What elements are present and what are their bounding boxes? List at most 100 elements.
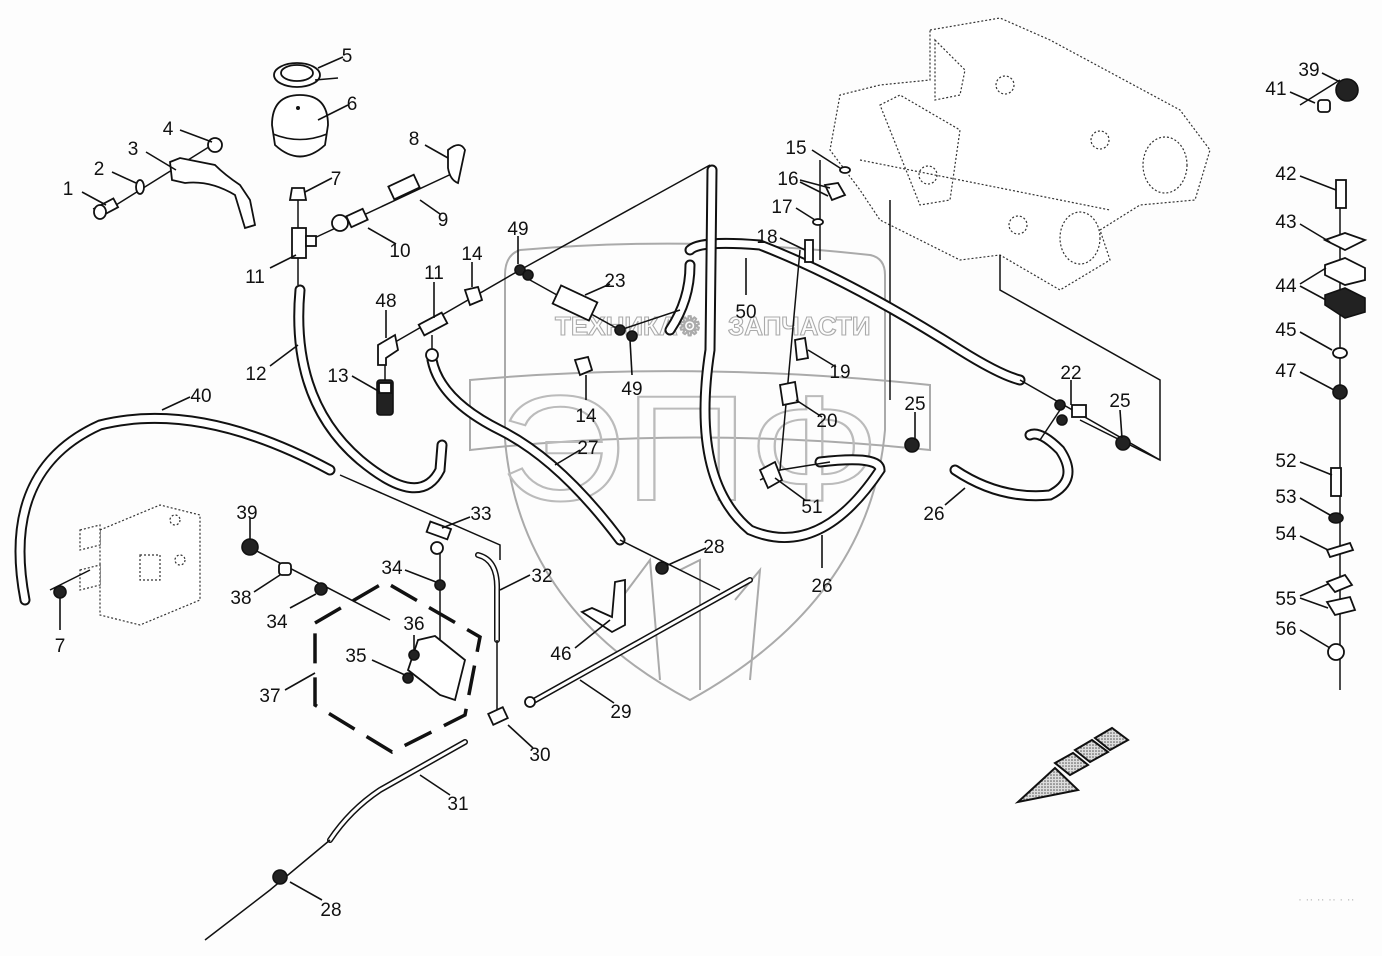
- callout-label-39: 39: [1298, 60, 1319, 81]
- callout-leader-7: [304, 177, 333, 193]
- callout-label-14: 14: [461, 244, 483, 265]
- callout-label-43: 43: [1275, 212, 1296, 233]
- callout-leader-35: [371, 659, 406, 676]
- callout-label-11: 11: [245, 267, 265, 288]
- nut-25b: [1115, 435, 1131, 451]
- watermark-wheat-icon: [619, 557, 762, 690]
- nipple-34b: [434, 579, 446, 591]
- nipple-34a: [314, 582, 328, 596]
- callout-leader-33: [441, 516, 471, 529]
- callout-leader-29: [579, 679, 615, 704]
- callout-leaders: [59, 56, 1341, 901]
- callout-label-36: 36: [403, 614, 424, 635]
- callout-label-46: 46: [550, 644, 571, 665]
- tee-fitting-11: [291, 227, 317, 259]
- nut-28a: [655, 561, 669, 575]
- seal-41: [1317, 99, 1331, 113]
- adapter-10: [331, 207, 369, 232]
- callout-leader-34: [289, 593, 317, 609]
- nut-4: [207, 137, 223, 153]
- callout-label-38: 38: [230, 588, 251, 609]
- cap-39a: [241, 538, 259, 556]
- bolt-18: [804, 239, 814, 263]
- fitting-7: [288, 187, 308, 201]
- nut-47: [1332, 384, 1348, 400]
- callout-leader-11: [269, 254, 297, 269]
- callout-label-37: 37: [259, 686, 280, 707]
- nut-14a: [463, 285, 484, 307]
- callout-label-52: 52: [1275, 451, 1296, 472]
- clip-8: [447, 144, 466, 185]
- callout-label-6: 6: [347, 94, 358, 115]
- callout-label-29: 29: [610, 702, 631, 723]
- callout-label-5: 5: [342, 46, 353, 67]
- callout-leader-43: [1299, 223, 1331, 243]
- callout-label-41: 41: [1265, 79, 1286, 100]
- clamp-55b: [1325, 595, 1357, 617]
- callout-label-33: 33: [470, 504, 491, 525]
- callout-label-28: 28: [703, 537, 724, 558]
- callout-label-4: 4: [163, 119, 174, 140]
- callout-label-20: 20: [816, 411, 837, 432]
- callout-leader-3: [145, 151, 177, 171]
- callout-label-53: 53: [1275, 487, 1296, 508]
- callout-leader-34: [404, 569, 437, 583]
- callout-label-48: 48: [375, 291, 396, 312]
- callout-leader-4: [179, 129, 213, 143]
- pump-leader-line: [889, 200, 1161, 462]
- callout-label-1: 1: [63, 179, 74, 200]
- callout-label-44: 44: [1275, 276, 1297, 297]
- callout-label-2: 2: [94, 159, 105, 180]
- watermark-banner: [469, 370, 931, 452]
- coupling-9: [387, 173, 421, 201]
- callout-label-51: 51: [801, 497, 822, 518]
- pressure-switch-13: [376, 379, 394, 416]
- callout-label-22: 22: [1060, 363, 1081, 384]
- bolt-52: [1330, 467, 1342, 497]
- accumulator-6: [271, 94, 329, 158]
- parts: [53, 62, 1368, 885]
- clamp-44b: [1324, 287, 1366, 319]
- callout-leader-17: [795, 207, 816, 221]
- callout-leader-2: [111, 171, 137, 184]
- callout-label-40: 40: [190, 386, 211, 407]
- callout-leader-8: [424, 144, 449, 159]
- callout-leader-55: [1299, 583, 1329, 597]
- callout-label-30: 30: [529, 745, 550, 766]
- callout-leader-38: [253, 574, 281, 593]
- callout-leader-10: [367, 227, 397, 245]
- callout-leader-12: [269, 344, 299, 367]
- callout-leader-40: [161, 396, 191, 411]
- callout-label-49: 49: [507, 219, 528, 240]
- washer-15: [839, 166, 851, 174]
- callout-label-50: 50: [735, 302, 756, 323]
- callout-label-17: 17: [771, 197, 792, 218]
- dashed-boundary-37: [313, 579, 482, 755]
- filter-23: [551, 284, 599, 322]
- callout-leader-44: [1299, 285, 1327, 301]
- callout-label-19: 19: [829, 362, 850, 383]
- callout-leader-23: [584, 283, 611, 296]
- callout-label-42: 42: [1275, 164, 1296, 185]
- callout-leader-25: [1119, 409, 1123, 439]
- clamp-5: [273, 62, 339, 88]
- nut-20: [778, 380, 800, 407]
- callout-label-14: 14: [575, 406, 597, 427]
- plate-43: [1322, 232, 1368, 252]
- callout-label-27: 27: [577, 438, 598, 459]
- callout-leader-20: [795, 399, 823, 418]
- nut-28b: [272, 869, 288, 885]
- callout-leader-52: [1299, 461, 1333, 476]
- callout-leader-41: [1289, 91, 1316, 104]
- callout-leader-42: [1299, 175, 1337, 191]
- fitting-7b: [53, 585, 67, 599]
- callout-leader-19: [807, 349, 837, 368]
- bracket-46: [580, 578, 626, 634]
- pipes: [327, 552, 753, 843]
- washer-17: [812, 218, 824, 226]
- callout-leader-51: [774, 477, 806, 501]
- plate-54: [1325, 541, 1355, 559]
- callout-label-34: 34: [381, 558, 403, 579]
